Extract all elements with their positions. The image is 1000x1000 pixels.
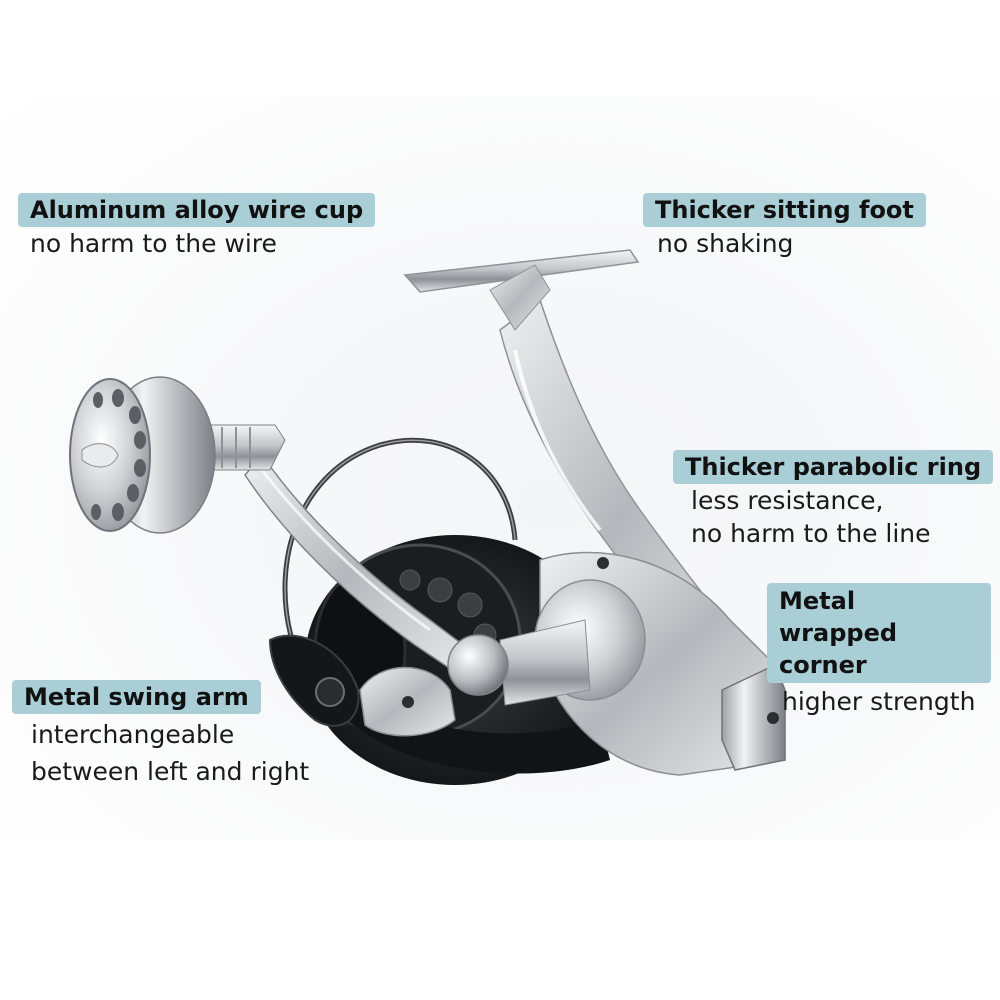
- knob-center: [81, 443, 119, 468]
- reel-foot: [403, 249, 640, 293]
- spool-holes: [399, 569, 497, 647]
- callout-wire-cup-line: no harm to the wire: [30, 229, 277, 258]
- callout-parabolic-ring-title: Thicker parabolic ring: [673, 450, 994, 484]
- callout-swing-arm-line-1: interchangeable: [31, 720, 235, 749]
- lower-housing: [330, 690, 610, 774]
- stem-highlight: [513, 349, 602, 532]
- callout-swing-arm-title: Metal swing arm: [12, 680, 261, 714]
- callout-wrapped-corner-title: Metal wrapped corner: [767, 583, 991, 683]
- bail-wire-highlight: [284, 439, 516, 641]
- foot-neck: [489, 264, 551, 331]
- callout-sitting-foot-title: Thicker sitting foot: [643, 193, 926, 227]
- callout-parabolic-ring: Thicker parabolic ring less resistance, …: [673, 450, 994, 550]
- callout-wire-cup-title: Aluminum alloy wire cup: [18, 193, 376, 227]
- corner-screw: [767, 712, 779, 724]
- callout-swing-arm-line-2: between left and right: [31, 757, 310, 786]
- handle-shaft-grooves: [221, 427, 251, 468]
- bail-bracket-screw: [315, 677, 345, 707]
- callout-wrapped-corner-line: higher strength: [782, 687, 976, 716]
- crank-joint: [447, 634, 509, 696]
- body-screw: [597, 557, 609, 569]
- callout-parabolic-ring-line-1: less resistance,: [691, 486, 884, 515]
- callout-swing-arm: Metal swing arm interchangeable between …: [12, 680, 309, 788]
- callout-sitting-foot-line: no shaking: [657, 229, 794, 258]
- knob-holes: [91, 389, 146, 521]
- rotor-screw: [402, 696, 414, 708]
- callout-sitting-foot: Thicker sitting foot no shaking: [643, 193, 926, 260]
- crank-shaft: [499, 619, 591, 706]
- callout-wrapped-corner: Metal wrapped corner higher strength: [767, 583, 992, 718]
- callout-wire-cup: Aluminum alloy wire cup no harm to the w…: [18, 193, 376, 260]
- callout-parabolic-ring-line-2: no harm to the line: [691, 519, 931, 548]
- crank-arm-highlight: [256, 464, 431, 632]
